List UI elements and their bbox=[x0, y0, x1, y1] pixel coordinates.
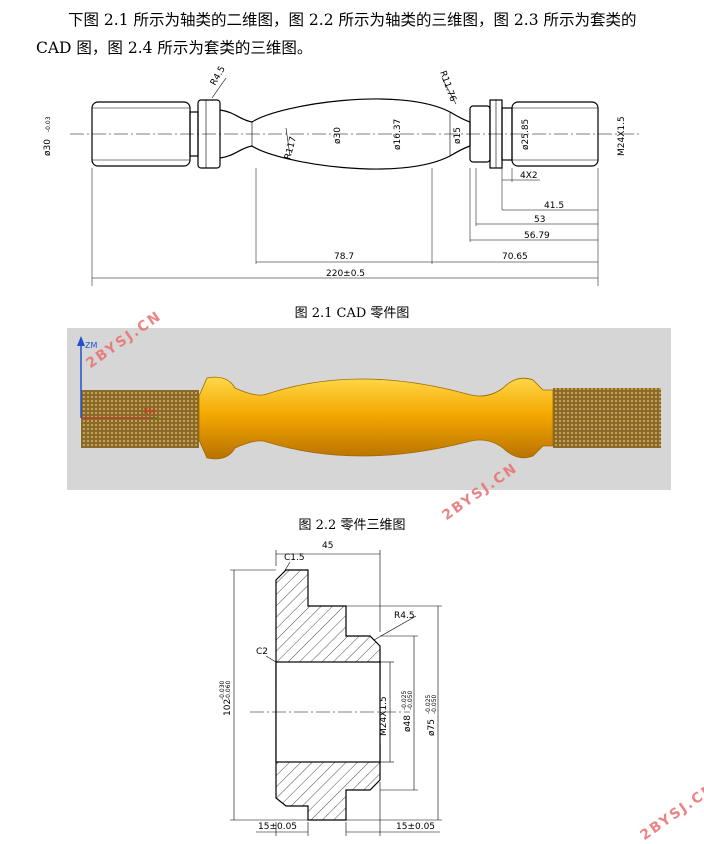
dia75-tol-top: -0.025 bbox=[425, 694, 432, 714]
dia48-label: ø48 bbox=[403, 715, 413, 732]
groove-label: 4X2 bbox=[520, 171, 538, 181]
dia48-tol-bottom: -0.050 bbox=[407, 690, 414, 710]
intro-paragraph: 下图 2.1 所示为轴类的二维图，图 2.2 所示为轴类的三维图，图 2.3 所… bbox=[36, 11, 637, 57]
dia102-label: 102 bbox=[223, 699, 233, 716]
dia15-label: ø15 bbox=[453, 127, 463, 144]
dim-56-79-label: 56.79 bbox=[524, 231, 550, 241]
dia102-tol-top: -0.030 bbox=[219, 680, 226, 700]
dia30-tolerance-label: -0.03 bbox=[45, 116, 52, 132]
dim-78-7-label: 78.7 bbox=[334, 252, 354, 262]
shaft-cad-drawing: ø30 -0.03 R4.5 R11.76 R117 ø30 ø16.37 ø1… bbox=[43, 65, 640, 286]
figure-2-1-caption: 图 2.1 CAD 零件图 bbox=[294, 306, 410, 321]
dia30-left-label: ø30 bbox=[43, 139, 53, 156]
dia2585-label: ø25.85 bbox=[521, 119, 531, 150]
dia30-mid-label: ø30 bbox=[333, 127, 343, 144]
dim-70-65-label: 70.65 bbox=[502, 252, 528, 262]
xm-axis-label: XM bbox=[143, 407, 155, 416]
dia102-tol-bottom: -0.060 bbox=[225, 680, 232, 700]
shaft-3d-render: ZM XM bbox=[77, 336, 661, 460]
dia48-tol-top: -0.025 bbox=[401, 690, 408, 710]
r45-label: R4.5 bbox=[209, 65, 228, 88]
m24-sleeve-label: M24X1.5 bbox=[379, 696, 389, 736]
m24-label: M24X1.5 bbox=[617, 116, 627, 156]
dia75-tol-bottom: -0.050 bbox=[431, 694, 438, 714]
dim-220-label: 220±0.5 bbox=[326, 269, 365, 279]
dim-41-5-label: 41.5 bbox=[544, 201, 564, 211]
watermark: 2BYSJ.CN bbox=[637, 780, 704, 844]
c15-label: C1.5 bbox=[284, 553, 305, 563]
r117-label: R117 bbox=[283, 136, 299, 161]
dia1637-label: ø16.37 bbox=[393, 119, 403, 150]
sleeve-cad-drawing: 45 C1.5 R4.5 C2 102 -0.030 -0.060 M24X1.… bbox=[219, 541, 442, 836]
r1176-label: R11.76 bbox=[437, 70, 457, 104]
dim-15-right-label: 15±0.05 bbox=[396, 822, 435, 832]
dim-15-left-label: 15±0.05 bbox=[258, 822, 297, 832]
shaft-3d-viewport: ZM XM bbox=[67, 328, 671, 490]
dim-45-label: 45 bbox=[322, 541, 333, 551]
figure-2-2-caption: 图 2.2 零件三维图 bbox=[298, 518, 406, 533]
dim-53-label: 53 bbox=[534, 215, 545, 225]
c2-label: C2 bbox=[256, 647, 268, 657]
dia75-label: ø75 bbox=[427, 719, 437, 736]
zm-axis-label: ZM bbox=[85, 341, 97, 350]
r45-sleeve-label: R4.5 bbox=[394, 611, 415, 621]
